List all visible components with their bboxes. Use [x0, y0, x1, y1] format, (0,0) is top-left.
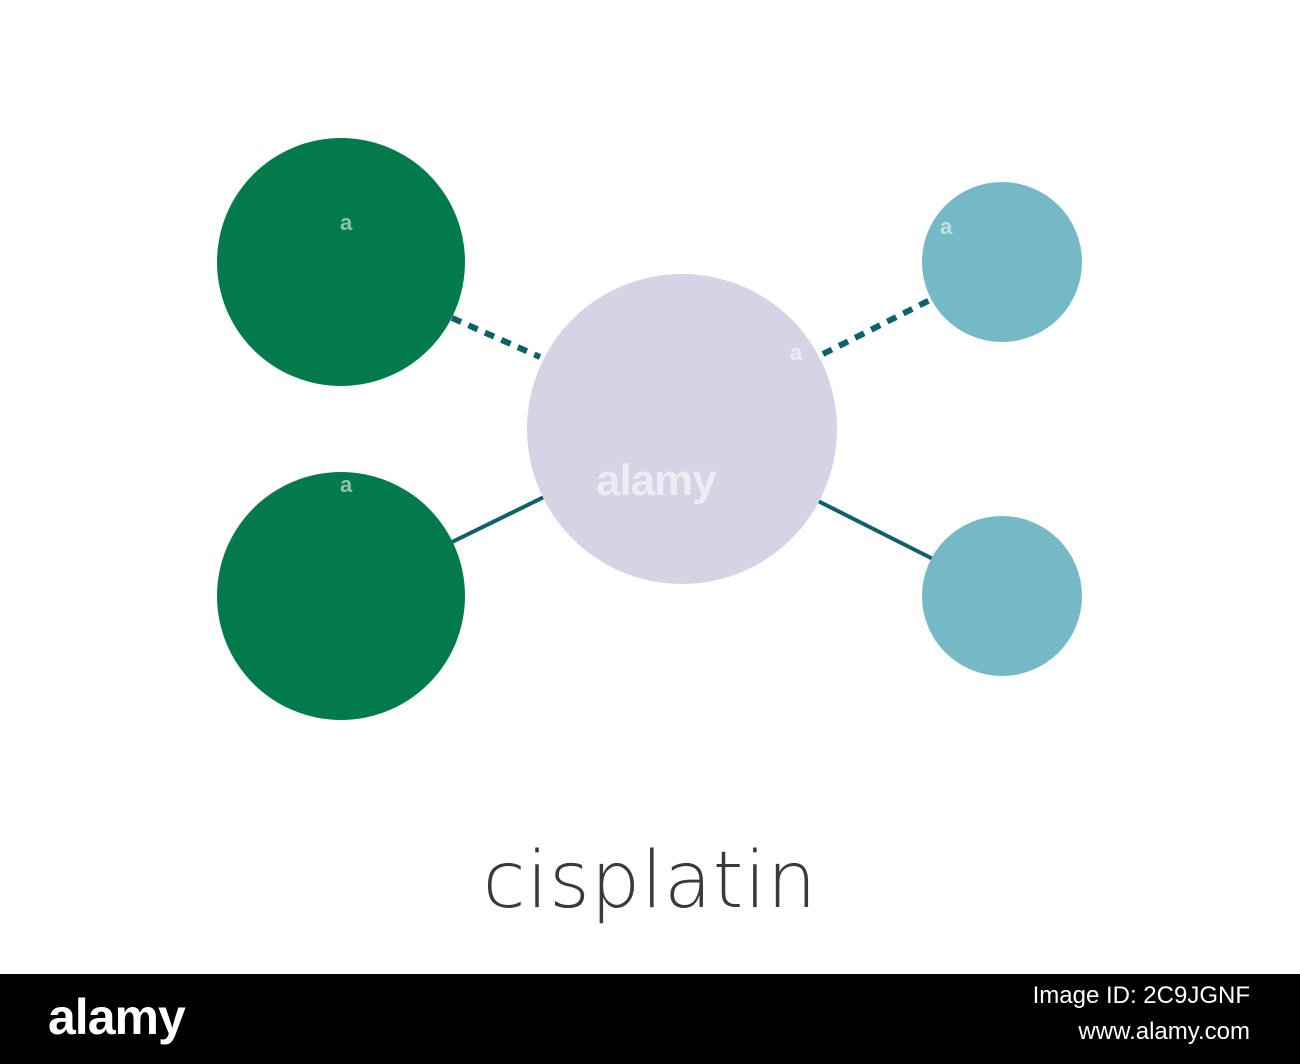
molecule-name-label: cisplatin [482, 836, 818, 926]
nitrogen-atom-upper [922, 182, 1082, 342]
chlorine-atom-lower [217, 472, 465, 720]
image-id-label: Image ID: 2C9JGNF [1032, 982, 1250, 1009]
molecule-diagram [217, 138, 1082, 720]
footer-bar: alamy Image ID: 2C9JGNF www.alamy.com [0, 974, 1300, 1064]
platinum-atom [527, 274, 837, 584]
alamy-logo: alamy [48, 989, 186, 1045]
bond-n-upper-dashed [821, 297, 932, 357]
site-url-label: www.alamy.com [1078, 1018, 1250, 1045]
nitrogen-atom-lower [922, 516, 1082, 676]
bond-cl-lower [447, 494, 547, 546]
bond-cl-upper-dashed [450, 315, 542, 360]
bond-n-lower [817, 499, 936, 562]
chlorine-atom-upper [217, 138, 465, 386]
